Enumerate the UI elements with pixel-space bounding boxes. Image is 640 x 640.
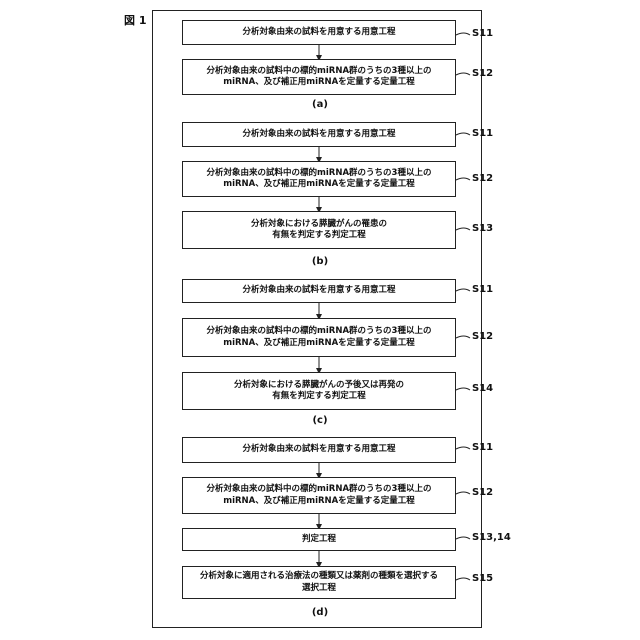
leader-b-s12 [456, 178, 470, 180]
tag-b-s12: S12 [472, 173, 493, 184]
step-c-quant: 分析対象由来の試料中の標的miRNA群のうちの3種以上のmiRNA、及び補正用m… [182, 318, 456, 357]
step-a-quant: 分析対象由来の試料中の標的miRNA群のうちの3種以上のmiRNA、及び補正用m… [182, 59, 456, 95]
tag-d-s12: S12 [472, 487, 493, 498]
leader-a-s11 [456, 33, 470, 35]
step-b-diagnosis: 分析対象における膵臓がんの罹患の有無を判定する判定工程 [182, 211, 456, 249]
step-a-prep: 分析対象由来の試料を用意する用意工程 [182, 20, 456, 45]
leader-c-s14 [456, 388, 470, 390]
leader-d-s11 [456, 447, 470, 449]
tag-b-s11: S11 [472, 128, 493, 139]
caption-b: (b) [300, 256, 340, 267]
step-b-prep: 分析対象由来の試料を用意する用意工程 [182, 122, 456, 147]
leader-d-s13-14 [456, 537, 470, 539]
tag-d-s13-14: S13,14 [472, 532, 511, 543]
caption-c: (c) [300, 415, 340, 426]
leader-b-s11 [456, 133, 470, 135]
step-c-prognosis: 分析対象における膵臓がんの予後又は再発の有無を判定する判定工程 [182, 372, 456, 410]
leader-c-s12 [456, 336, 470, 338]
tag-a-s11: S11 [472, 28, 493, 39]
leader-c-s11 [456, 289, 470, 291]
tag-c-s14: S14 [472, 383, 493, 394]
step-d-prep: 分析対象由来の試料を用意する用意工程 [182, 437, 456, 463]
leader-d-s15 [456, 578, 470, 580]
tag-d-s15: S15 [472, 573, 493, 584]
step-b-quant: 分析対象由来の試料中の標的miRNA群のうちの3種以上のmiRNA、及び補正用m… [182, 161, 456, 197]
step-c-prep: 分析対象由来の試料を用意する用意工程 [182, 279, 456, 303]
tag-c-s12: S12 [472, 331, 493, 342]
tag-a-s12: S12 [472, 68, 493, 79]
leader-a-s12 [456, 73, 470, 75]
leader-b-s13 [456, 228, 470, 230]
caption-d: (d) [300, 607, 340, 618]
tag-d-s11: S11 [472, 442, 493, 453]
step-d-judge: 判定工程 [182, 528, 456, 551]
step-d-quant: 分析対象由来の試料中の標的miRNA群のうちの3種以上のmiRNA、及び補正用m… [182, 477, 456, 514]
leader-d-s12 [456, 492, 470, 494]
caption-a: (a) [300, 99, 340, 110]
tag-c-s11: S11 [472, 284, 493, 295]
step-d-selection: 分析対象に適用される治療法の種類又は薬剤の種類を選択する選択工程 [182, 566, 456, 599]
tag-b-s13: S13 [472, 223, 493, 234]
